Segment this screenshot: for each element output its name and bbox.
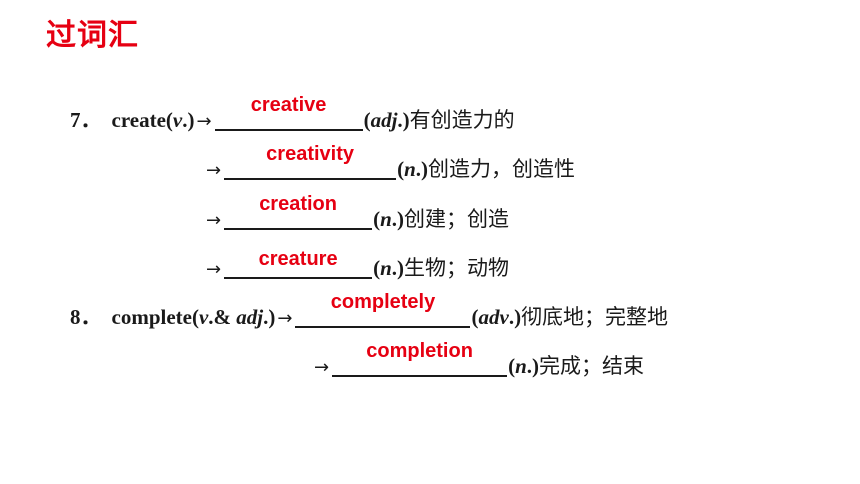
- tail-close: .): [391, 256, 405, 280]
- headword: create: [111, 108, 166, 132]
- meaning: 有创造力的: [409, 108, 515, 132]
- derived-part-of-speech: n: [515, 354, 527, 378]
- item-number: 8．: [70, 305, 102, 329]
- arrow-icon: →: [206, 259, 222, 280]
- pos-open: (: [165, 108, 173, 132]
- answer-blank: creative: [214, 94, 363, 131]
- pos-close: .): [182, 108, 195, 132]
- meaning: 完成；结束: [539, 354, 645, 378]
- meaning: 生物；动物: [404, 256, 510, 280]
- tail-close: .): [508, 305, 522, 329]
- answer-blank: creature: [224, 248, 373, 279]
- vocab-line-complete: 8． complete ( v .& adj .) → completely (…: [70, 291, 669, 333]
- derived-part-of-speech: adj: [370, 108, 398, 132]
- answer-blank: creativity: [224, 143, 397, 180]
- pos-open: (: [191, 305, 199, 329]
- section-title: 过词汇: [46, 18, 139, 53]
- derived-part-of-speech: adv: [478, 305, 509, 329]
- tail-open: (: [397, 157, 405, 181]
- item-number: 7．: [70, 108, 102, 132]
- answer-text: creature: [258, 248, 338, 270]
- part-of-speech: v: [172, 108, 183, 132]
- arrow-icon: →: [277, 308, 293, 329]
- answer-blank: creation: [224, 193, 373, 230]
- tail-close: .): [397, 108, 410, 132]
- tail-open: (: [373, 256, 381, 280]
- tail-close: .): [391, 207, 405, 231]
- headword: complete: [111, 305, 192, 329]
- vocab-line-creature: → creature ( n .) 生物；动物: [204, 245, 509, 284]
- arrow-icon: →: [206, 210, 222, 231]
- meaning: 创造力，创造性: [428, 157, 576, 181]
- vocab-line-creation: → creation ( n .) 创建；创造: [204, 193, 510, 235]
- tail-open: (: [508, 354, 516, 378]
- vocab-line-completion: → completion ( n .) 完成；结束: [312, 340, 645, 382]
- answer-blank: completely: [295, 291, 471, 328]
- vocab-line-create: 7． create ( v .) → creative ( adj .) 有创造…: [70, 94, 515, 136]
- pos-mid: .&: [208, 305, 237, 329]
- arrow-icon: →: [206, 160, 222, 181]
- tail-close: .): [415, 157, 429, 181]
- tail-open: (: [363, 108, 371, 132]
- meaning: 创建；创造: [404, 207, 510, 231]
- answer-blank: completion: [332, 340, 508, 377]
- derived-part-of-speech: n: [380, 256, 392, 280]
- answer-text: completely: [330, 291, 436, 313]
- vocab-line-creativity: → creativity ( n .) 创造力，创造性: [204, 143, 576, 185]
- answer-text: creativity: [266, 143, 355, 165]
- tail-close: .): [526, 354, 540, 378]
- tail-open: (: [373, 207, 381, 231]
- answer-text: creative: [250, 94, 327, 116]
- tail-open: (: [471, 305, 479, 329]
- derived-part-of-speech: n: [380, 207, 392, 231]
- pos-close: .): [263, 305, 276, 329]
- part-of-speech-2: adj: [236, 305, 264, 329]
- arrow-icon: →: [314, 357, 330, 378]
- arrow-icon: →: [196, 111, 212, 132]
- part-of-speech: v: [198, 305, 209, 329]
- meaning: 彻底地；完整地: [521, 305, 669, 329]
- derived-part-of-speech: n: [404, 157, 416, 181]
- answer-text: completion: [366, 340, 473, 362]
- answer-text: creation: [259, 193, 337, 215]
